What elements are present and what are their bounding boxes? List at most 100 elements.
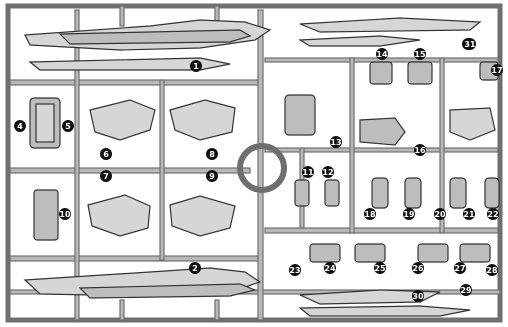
part-number-label: 14 <box>376 50 388 59</box>
part-number-marker: 24 <box>324 262 336 274</box>
part-number-badge <box>403 208 415 220</box>
part-number-marker: 6 <box>100 148 112 160</box>
part-number-badge <box>376 48 388 60</box>
part-number-label: 7 <box>103 172 109 181</box>
part-number-label: 31 <box>464 40 476 49</box>
part-number-badge <box>330 136 342 148</box>
part-number-marker: 10 <box>59 208 71 220</box>
part-number-marker: 9 <box>206 170 218 182</box>
part-number-label: 1 <box>193 62 199 71</box>
part-number-badge <box>463 208 475 220</box>
part-number-label: 9 <box>209 172 215 181</box>
part-number-marker: 14 <box>376 48 388 60</box>
part-number-marker: 29 <box>460 284 472 296</box>
part-number-label: 13 <box>330 138 341 147</box>
part-number-marker: 27 <box>454 262 466 274</box>
part-number-badge <box>434 208 446 220</box>
part-number-badge <box>324 262 336 274</box>
part-number-badge <box>14 120 26 132</box>
part-number-badge <box>491 64 503 76</box>
part-number-label: 17 <box>491 66 502 75</box>
part-number-marker: 31 <box>464 38 476 50</box>
part-number-badge <box>206 148 218 160</box>
part-number-marker: 1 <box>190 60 202 72</box>
right-parts <box>284 61 500 263</box>
part-number-badge <box>412 290 424 302</box>
part-number-badge <box>414 144 426 156</box>
part-number-marker: 23 <box>289 264 301 276</box>
part-number-label: 25 <box>374 264 386 273</box>
part-number-marker: 18 <box>364 208 376 220</box>
part-number-badge <box>302 166 314 178</box>
part-number-marker: 7 <box>100 170 112 182</box>
part-number-badge <box>100 170 112 182</box>
part-number-marker: 26 <box>412 262 424 274</box>
part-number-label: 27 <box>454 264 465 273</box>
part-number-marker: 5 <box>62 120 74 132</box>
part-number-badge <box>59 208 71 220</box>
part-number-label: 20 <box>434 210 446 219</box>
part-number-label: 11 <box>302 168 314 177</box>
part-number-label: 19 <box>403 210 415 219</box>
part-number-label: 12 <box>322 168 333 177</box>
part-number-label: 26 <box>412 264 424 273</box>
part-number-label: 24 <box>324 264 336 273</box>
part-number-badge <box>190 60 202 72</box>
part-number-marker: 21 <box>463 208 475 220</box>
part-number-badge <box>206 170 218 182</box>
sprue-outer-frame <box>5 3 503 323</box>
part-number-badge <box>289 264 301 276</box>
sprue-runners <box>9 5 501 321</box>
part-number-label: 8 <box>209 150 215 159</box>
part-number-marker: 25 <box>374 262 386 274</box>
part-number-badge <box>460 284 472 296</box>
part-number-label: 10 <box>59 210 71 219</box>
part-number-label: 4 <box>17 122 23 131</box>
part-number-marker: 30 <box>412 290 424 302</box>
part-number-marker: 15 <box>414 48 426 60</box>
part-number-badge <box>189 262 201 274</box>
top-long-parts <box>24 17 482 71</box>
part-number-label: 2 <box>192 264 198 273</box>
part-number-badge <box>374 262 386 274</box>
part-number-marker: 8 <box>206 148 218 160</box>
part-number-badge <box>487 208 499 220</box>
part-number-badge <box>364 208 376 220</box>
bottom-long-parts <box>23 267 471 317</box>
part-number-marker: 13 <box>330 136 342 148</box>
part-number-label: 23 <box>289 266 300 275</box>
part-number-label: 30 <box>412 292 424 301</box>
part-number-marker: 19 <box>403 208 415 220</box>
part-number-badge <box>464 38 476 50</box>
part-number-markers: 1234567891011121314151617181920212223242… <box>14 38 503 302</box>
part-number-badge <box>414 48 426 60</box>
part-number-badge <box>412 262 424 274</box>
part-number-marker: 12 <box>322 166 334 178</box>
part-number-label: 16 <box>414 146 426 155</box>
part-number-marker: 2 <box>189 262 201 274</box>
part-number-label: 5 <box>65 122 71 131</box>
left-parts <box>29 97 61 241</box>
part-number-badge <box>322 166 334 178</box>
part-number-marker: 20 <box>434 208 446 220</box>
part-number-marker: 28 <box>486 264 498 276</box>
part-number-label: 29 <box>460 286 472 295</box>
part-number-label: 28 <box>486 266 498 275</box>
part-number-badge <box>486 264 498 276</box>
part-number-marker: 17 <box>491 64 503 76</box>
part-number-marker: 16 <box>414 144 426 156</box>
part-number-label: 22 <box>487 210 498 219</box>
part-number-marker: 11 <box>302 166 314 178</box>
part-number-badge <box>100 148 112 160</box>
part-number-label: 21 <box>463 210 475 219</box>
part-number-label: 15 <box>414 50 426 59</box>
part-number-label: 18 <box>364 210 376 219</box>
part-number-badge <box>62 120 74 132</box>
part-number-label: 6 <box>103 150 109 159</box>
mid-left-parts <box>87 99 236 237</box>
part-number-marker: 4 <box>14 120 26 132</box>
part-number-badge <box>454 262 466 274</box>
part-number-marker: 22 <box>487 208 499 220</box>
